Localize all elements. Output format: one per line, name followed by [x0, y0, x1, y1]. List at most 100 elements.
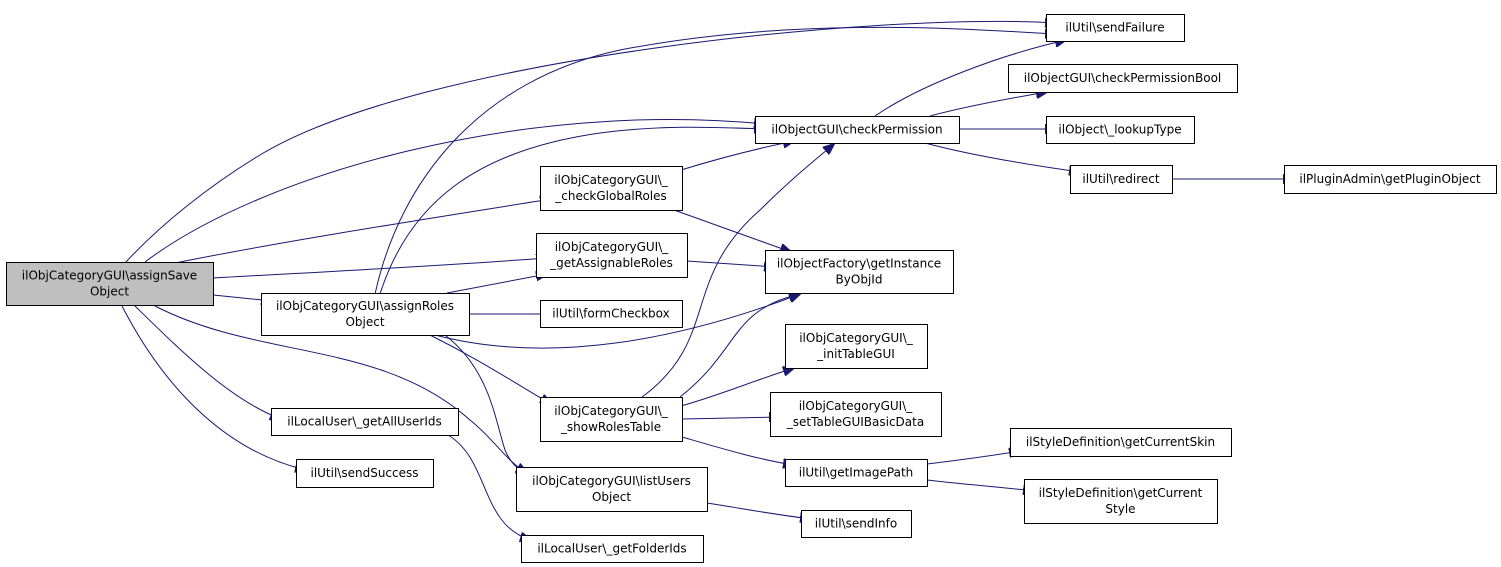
edge-assignRoles-to-getInstanceByObjId	[434, 294, 800, 349]
edge-assignSave-to-checkGlobalRoles	[174, 199, 551, 264]
edge-checkGlobalRoles-to-checkPermission	[680, 141, 794, 171]
edge-getImagePath-to-getCurrentStyle	[926, 479, 1034, 491]
edge-assignSave-to-sendSuccess	[121, 305, 306, 470]
node-label-line: Style	[1105, 502, 1135, 516]
node-label-line: _setTableGUIBasicData	[786, 415, 924, 429]
node-box	[540, 300, 683, 328]
edge-checkPermission-to-checkPermissionBool	[929, 92, 1047, 117]
node-label-line: ilObjCategoryGUI\_	[799, 331, 914, 345]
node-box	[785, 459, 928, 487]
node-box	[1010, 428, 1232, 457]
edge-assignRoles-to-checkPermission	[379, 127, 765, 295]
node-label-line: _showRolesTable	[560, 420, 661, 434]
node-label-line: ilUtil\formCheckbox	[552, 307, 669, 321]
node-label-line: ilObjectGUI\checkPermissionBool	[1024, 71, 1222, 85]
node-box	[536, 233, 688, 278]
node-box	[1008, 64, 1238, 93]
edges	[121, 21, 1294, 540]
node-label-line: ilObjCategoryGUI\listUsers	[532, 474, 691, 488]
node-box	[1046, 116, 1195, 144]
node-label-line: _getAssignableRoles	[549, 256, 673, 270]
node-getAllUserIds[interactable]: ilLocalUser\_getAllUserIds	[271, 408, 459, 436]
node-label-line: ByObjId	[836, 273, 883, 287]
edge-getAllUserIds-to-getFolderIds	[447, 434, 531, 540]
edge-showRolesTable-to-checkPermission	[641, 144, 834, 398]
node-lookupType[interactable]: ilObject\_lookupType	[1046, 116, 1195, 144]
node-box	[801, 510, 912, 538]
edge-assignRoles-to-getAssignableRoles	[446, 274, 547, 294]
edge-assignRoles-to-sendFailure	[374, 26, 1056, 295]
edge-getAssignableRoles-to-getInstanceByObjId	[686, 260, 775, 267]
node-box	[1024, 479, 1218, 524]
node-sendFailure[interactable]: ilUtil\sendFailure	[1046, 14, 1185, 42]
node-label-line: ilUtil\sendFailure	[1065, 21, 1164, 35]
node-label-line: ilPluginAdmin\getPluginObject	[1299, 172, 1481, 186]
node-formCheckbox[interactable]: ilUtil\formCheckbox	[540, 300, 683, 328]
edge-checkPermission-to-redirect	[924, 142, 1080, 172]
node-box	[1070, 165, 1173, 194]
node-checkGlobalRoles[interactable]: ilObjCategoryGUI\_ _checkGlobalRoles	[540, 166, 683, 211]
node-box	[540, 397, 683, 442]
node-label-line: ilObjCategoryGUI\_	[799, 399, 914, 413]
node-box	[785, 324, 928, 369]
node-box	[271, 408, 459, 436]
node-label-line: ilUtil\redirect	[1082, 172, 1160, 186]
node-label-line: ilObject\_lookupType	[1058, 123, 1181, 137]
node-label-line: ilLocalUser\_getFolderIds	[537, 542, 686, 556]
edge-assignSave-to-getAllUserIds	[134, 305, 281, 419]
node-getCurrentSkin[interactable]: ilStyleDefinition\getCurrentSkin	[1010, 428, 1232, 457]
node-redirect[interactable]: ilUtil\redirect	[1070, 165, 1173, 194]
node-box	[1046, 14, 1185, 42]
edge-showRolesTable-to-initTableGUI	[680, 368, 794, 407]
node-box	[540, 166, 683, 211]
edge-assignRoles-to-showRolesTable	[429, 334, 551, 404]
nodes: ilObjCategoryGUI\assignSaveObjectilObjCa…	[6, 14, 1497, 563]
edge-showRolesTable-to-getInstanceByObjId	[679, 294, 800, 398]
node-label-line: _checkGlobalRoles	[554, 189, 667, 203]
node-box	[1284, 165, 1497, 194]
node-label-line: ilObjectFactory\getInstance	[777, 257, 941, 271]
edge-checkPermission-to-sendFailure	[874, 40, 1066, 117]
node-label-line: ilLocalUser\_getAllUserIds	[287, 415, 442, 429]
node-getImagePath[interactable]: ilUtil\getImagePath	[785, 459, 928, 487]
node-getFolderIds[interactable]: ilLocalUser\_getFolderIds	[521, 535, 704, 563]
node-box	[521, 535, 704, 563]
node-sendSuccess[interactable]: ilUtil\sendSuccess	[296, 459, 434, 488]
node-box	[770, 392, 942, 437]
node-box	[296, 459, 434, 488]
node-label-line: Object	[345, 315, 384, 329]
node-label-line: ilObjCategoryGUI\_	[554, 173, 669, 187]
node-label-line: ilObjCategoryGUI\_	[554, 404, 669, 418]
node-label-line: ilObjCategoryGUI\assignRoles	[276, 299, 454, 313]
node-label-line: ilObjectGUI\checkPermission	[771, 123, 942, 137]
edge-listUsers-to-sendInfo	[706, 502, 811, 519]
edge-getImagePath-to-getCurrentSkin	[926, 451, 1020, 465]
node-setTableGUIBasicData[interactable]: ilObjCategoryGUI\_ _setTableGUIBasicData	[770, 392, 942, 437]
node-box	[516, 467, 708, 512]
node-sendInfo[interactable]: ilUtil\sendInfo	[801, 510, 912, 538]
node-label-line: ilUtil\sendInfo	[815, 517, 897, 531]
node-initTableGUI[interactable]: ilObjCategoryGUI\__initTableGUI	[785, 324, 928, 369]
edge-showRolesTable-to-getImagePath	[681, 436, 794, 465]
node-getAssignableRoles[interactable]: ilObjCategoryGUI\_ _getAssignableRoles	[536, 233, 688, 278]
edge-assignSave-to-listUsers	[154, 305, 527, 473]
node-label-line: ilObjCategoryGUI\assignSave	[22, 269, 197, 283]
node-showRolesTable[interactable]: ilObjCategoryGUI\_ _showRolesTable	[540, 397, 683, 442]
node-label-line: ilStyleDefinition\getCurrentSkin	[1026, 435, 1215, 449]
node-label-line: Object	[90, 285, 129, 299]
node-label-line: ilUtil\getImagePath	[799, 466, 914, 480]
edge-assignSave-to-sendFailure	[124, 21, 1056, 264]
node-checkPermission[interactable]: ilObjectGUI\checkPermission	[755, 116, 960, 144]
node-box	[755, 116, 960, 144]
node-getPluginObject[interactable]: ilPluginAdmin\getPluginObject	[1284, 165, 1497, 194]
node-checkPermissionBool[interactable]: ilObjectGUI\checkPermissionBool	[1008, 64, 1238, 93]
node-label-line: ilObjCategoryGUI\_	[555, 240, 670, 254]
node-box	[765, 250, 954, 294]
node-label-line: ilStyleDefinition\getCurrent	[1039, 486, 1203, 500]
node-label-line: Object	[592, 490, 631, 504]
